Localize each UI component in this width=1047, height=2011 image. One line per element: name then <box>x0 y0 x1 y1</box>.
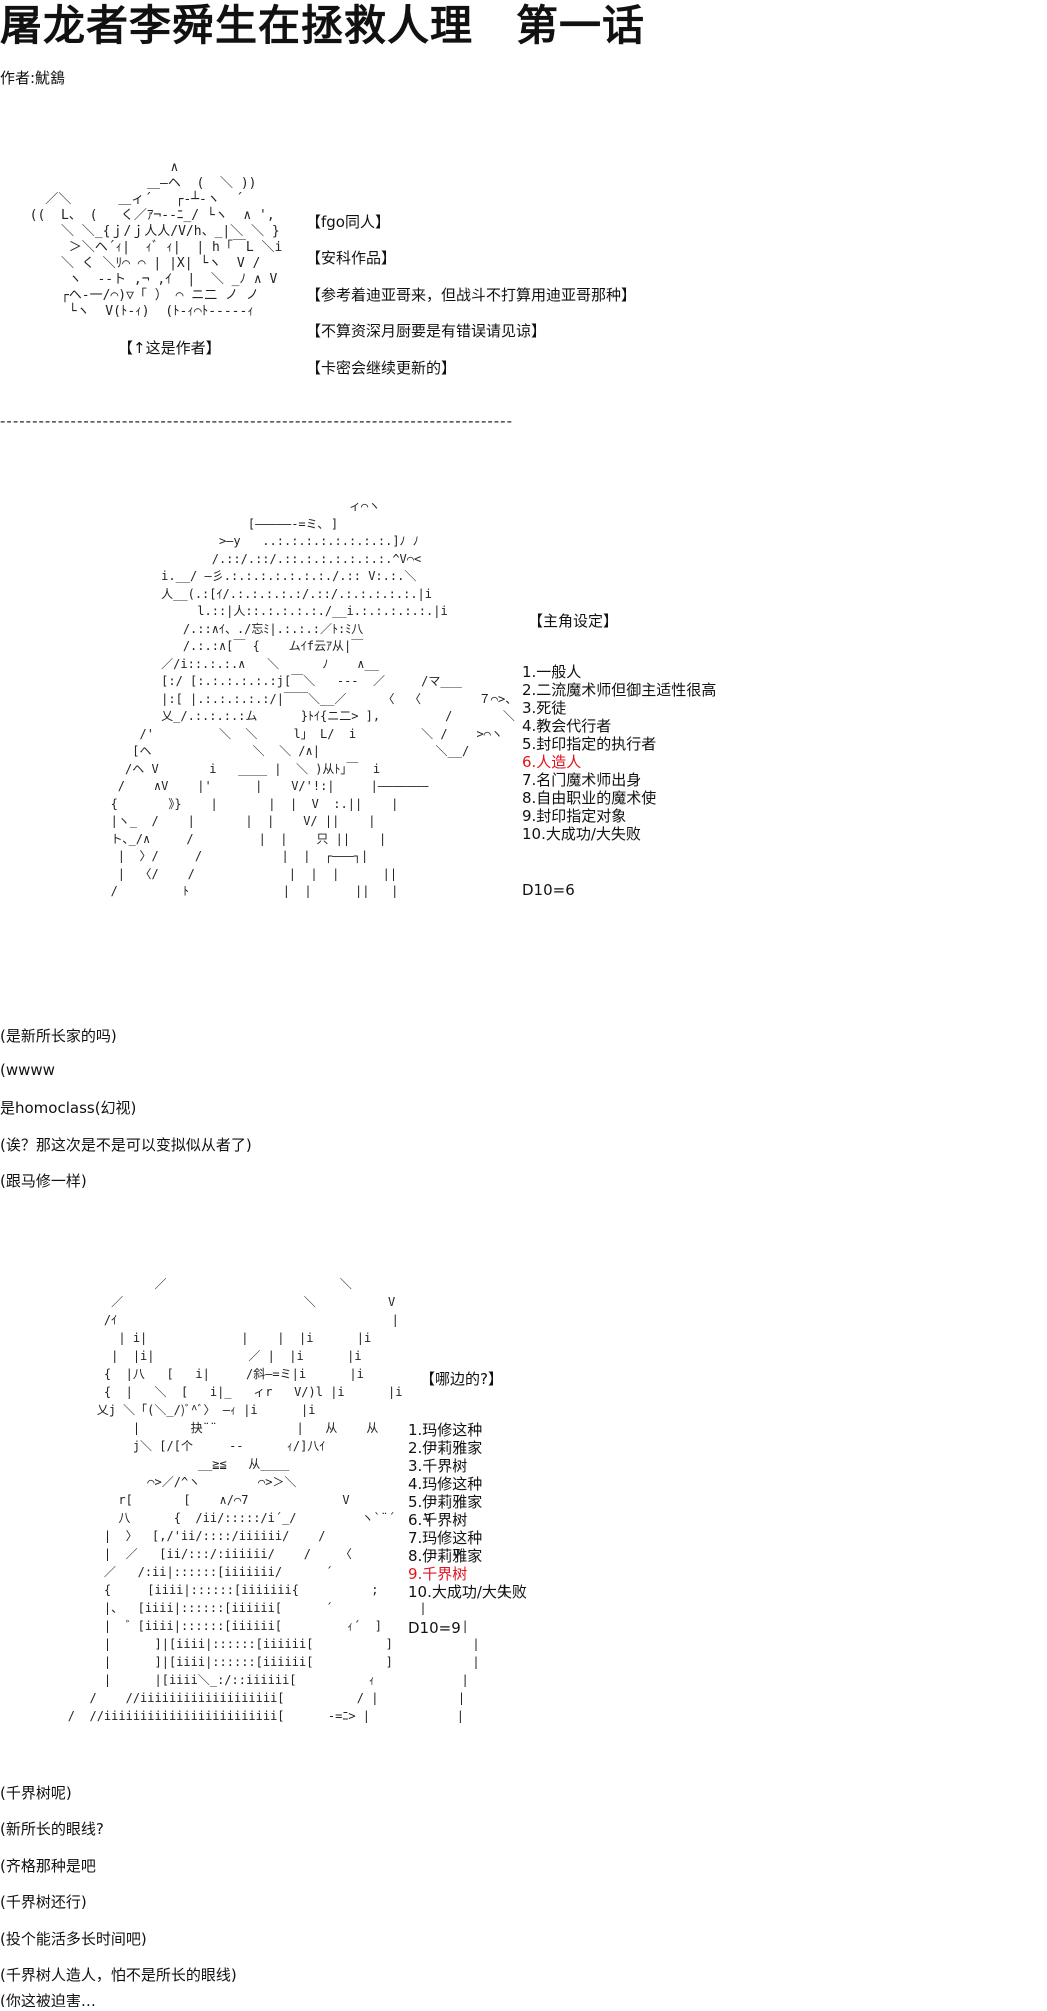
list-item: 7.名门魔术师出身 <box>522 771 642 789</box>
list-item: 9.封印指定对象 <box>522 807 627 825</box>
list-item: 4.玛修这种 <box>408 1475 483 1493</box>
comment-line: (千界树还行) <box>0 1893 87 1911</box>
intro-note-1: 【fgo同人】 <box>306 213 390 231</box>
author-ascii-art: ∧ ＿―ヘ ( ＼ )) ／＼ ＿ィ´ ┌‐┴-ヽ ´ (( L、 ( く／ｱ¬… <box>29 160 283 319</box>
section2-roll: D10=9 <box>408 1619 461 1637</box>
section1-roll: D10=6 <box>522 881 575 899</box>
list-item: 8.伊莉雅家 <box>408 1547 483 1565</box>
comment-line: (千界树呢) <box>0 1784 72 1802</box>
comment-line: (齐格那种是吧 <box>0 1857 96 1875</box>
list-item: 8.自由职业的魔术使 <box>522 789 657 807</box>
intro-note-4: 【不算资深月厨要是有错误请见谅】 <box>306 322 547 340</box>
comment-line: (投个能活多长时间吧) <box>0 1930 147 1948</box>
intro-note-3: 【参考着迪亚哥来，但战斗不打算用迪亚哥那种】 <box>306 286 637 304</box>
comment-line: (千界树人造人，怕不是所长的眼线) <box>0 1966 237 1984</box>
list-item: 5.伊莉雅家 <box>408 1493 483 1511</box>
section1-title: 【主角设定】 <box>528 612 619 630</box>
list-item: 6.千界树 <box>408 1511 468 1529</box>
list-item: 1.一般人 <box>522 663 582 681</box>
family-ascii-art: ／ ＼ ／ ＼ V /ｲ | | i| | | |i |i <box>67 1277 509 1723</box>
list-item: 4.教会代行者 <box>522 717 612 735</box>
section2-title: 【哪边的?】 <box>420 1370 503 1388</box>
list-item: 7.玛修这种 <box>408 1529 483 1547</box>
page-title: 屠龙者李舜生在拯救人理 第一话 <box>0 1 646 50</box>
author-line: 作者:魷鵨 <box>0 69 66 87</box>
list-item: 3.千界树 <box>408 1457 468 1475</box>
protagonist-ascii-art: ィ⌒ヽ [―――――‐=ミ､ ] >―y ..:.:.:.:.:.:.:.:.]… <box>110 499 518 898</box>
comment-line: (诶？那这次是不是可以变拟似从者了) <box>0 1136 252 1154</box>
list-item: 3.死徒 <box>522 699 567 717</box>
comment-line: (新所长的眼线? <box>0 1820 104 1838</box>
comment-line: (是新所长家的吗) <box>0 1027 117 1045</box>
intro-note-5: 【卡密会继续更新的】 <box>306 359 457 377</box>
separator-line: ----------------------------------------… <box>0 412 514 430</box>
list-item: 10.大成功/大失败 <box>522 825 641 843</box>
list-item: 5.封印指定的执行者 <box>522 735 657 753</box>
comment-line: 是homoclass(幻视) <box>0 1099 137 1117</box>
comment-line: (你这被迫害… <box>0 1992 96 2010</box>
list-item: 2.伊莉雅家 <box>408 1439 483 1457</box>
list-item: 10.大成功/大失败 <box>408 1583 527 1601</box>
section1-list: 1.一般人 2.二流魔术师但御主适性很高 3.死徒 4.教会代行者 5.封印指定… <box>522 663 716 843</box>
comment-line: (wwww <box>0 1061 55 1079</box>
list-item: 1.玛修这种 <box>408 1421 483 1439</box>
list-item: 2.二流魔术师但御主适性很高 <box>522 681 717 699</box>
list-item-highlighted: 9.千界树 <box>408 1565 468 1583</box>
intro-note-2: 【安科作品】 <box>306 249 397 267</box>
comment-line: (跟马修一样) <box>0 1172 87 1190</box>
list-item-highlighted: 6.人造人 <box>522 753 582 771</box>
section2-list: 1.玛修这种 2.伊莉雅家 3.千界树 4.玛修这种 5.伊莉雅家 6.千界树 … <box>408 1421 527 1601</box>
author-caption: 【↑这是作者】 <box>118 339 221 357</box>
